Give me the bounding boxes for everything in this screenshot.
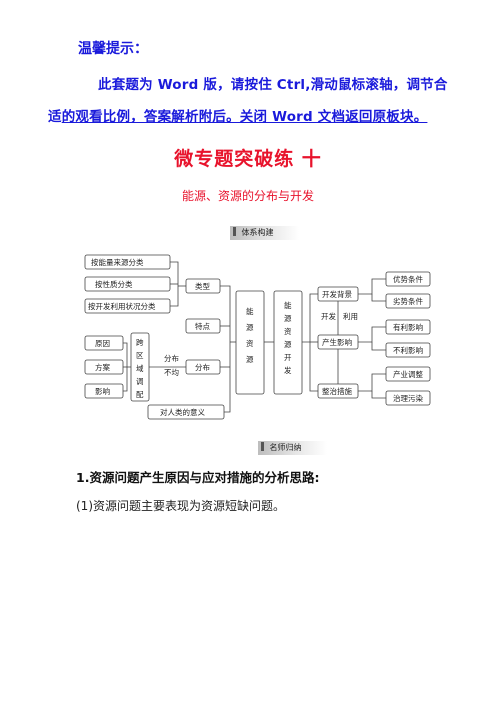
page-subtitle: 能源、资源的分布与开发 xyxy=(181,189,314,203)
label-energy-resources-1: 能 xyxy=(246,306,254,316)
label-impact: 影响 xyxy=(95,386,110,396)
label-energy-resources-4: 源 xyxy=(246,355,254,364)
section-heading: 1.资源问题产生原因与应对措施的分析思路: xyxy=(76,470,320,485)
connector-lines xyxy=(123,261,386,413)
hint-line1: 此套题为 Word 版，请按住 Ctrl,滑动鼠标滚轴，调节合适 xyxy=(48,77,448,125)
label-energy-dev-4: 源 xyxy=(284,340,292,349)
label-energy-dev-3: 资 xyxy=(284,326,292,336)
summary-tag: 名师归纳 xyxy=(258,441,327,455)
label-distribution: 分布 xyxy=(195,362,210,372)
hint-body: 此套题为 Word 版，请按住 Ctrl,滑动鼠标滚轴，调节合适的观看比例，答案… xyxy=(48,69,458,133)
label-industry-adjust: 产业调整 xyxy=(393,369,423,379)
label-energy-dev-1: 能 xyxy=(284,300,292,310)
diagram-labels: 按能量来源分类 按性质分类 按开发利用状况分类 类型 特点 分布 分布 不均 原… xyxy=(88,257,423,417)
label-pollution-control: 治理污染 xyxy=(393,393,423,403)
label-dev-conditions: 开发背景 xyxy=(322,289,352,299)
label-negative: 不利影响 xyxy=(393,345,423,355)
label-energy-dev-2: 源 xyxy=(284,314,292,323)
hint-title: 温馨提示： xyxy=(78,41,148,57)
box-energy-development xyxy=(273,290,303,395)
label-distribution-uneven-1: 分布 xyxy=(164,353,179,363)
label-classify-nature: 按性质分类 xyxy=(95,279,133,289)
label-advantage: 优势条件 xyxy=(393,274,423,284)
section-item-1: (1)资源问题主要表现为资源短缺问题。 xyxy=(76,499,285,513)
label-disadvantage: 劣势条件 xyxy=(393,296,423,306)
structure-tag: 体系构建 xyxy=(230,226,299,240)
structure-tag-label: 体系构建 xyxy=(241,228,274,237)
label-cross-region-2: 区 xyxy=(136,351,144,360)
label-cross-region-5: 配 xyxy=(136,390,144,399)
label-dev-use-1: 开发 xyxy=(321,311,336,321)
label-distribution-uneven-2: 不均 xyxy=(164,367,179,377)
label-type: 类型 xyxy=(195,281,210,291)
hint-line2: 的观看比例，答案解析附后。关闭 Word 文档返回原板块。 xyxy=(61,109,428,125)
label-energy-dev-6: 发 xyxy=(284,365,292,375)
label-feature: 特点 xyxy=(195,321,210,331)
label-cross-region-4: 调 xyxy=(136,377,144,386)
label-positive: 有利影响 xyxy=(393,322,423,332)
page-title: 微专题突破练 十 xyxy=(174,148,322,170)
label-dev-use-2: 利用 xyxy=(343,311,358,321)
label-classify-status: 按开发利用状况分类 xyxy=(88,301,156,311)
label-energy-dev-5: 开 xyxy=(284,353,292,362)
label-plan: 方案 xyxy=(95,362,110,372)
label-cause: 原因 xyxy=(95,339,110,348)
summary-tag-label: 名师归纳 xyxy=(269,443,302,452)
box-energy-resources xyxy=(235,290,265,395)
label-classify-source: 按能量来源分类 xyxy=(91,257,144,267)
label-energy-resources-3: 资 xyxy=(246,338,254,348)
label-significance: 对人类的意义 xyxy=(160,407,205,417)
label-cross-region-3: 域 xyxy=(136,363,144,373)
label-energy-resources-2: 源 xyxy=(246,323,254,332)
label-governance: 整治措施 xyxy=(322,386,352,396)
label-production-impact: 产生影响 xyxy=(322,337,352,347)
label-cross-region-1: 跨 xyxy=(136,338,144,347)
